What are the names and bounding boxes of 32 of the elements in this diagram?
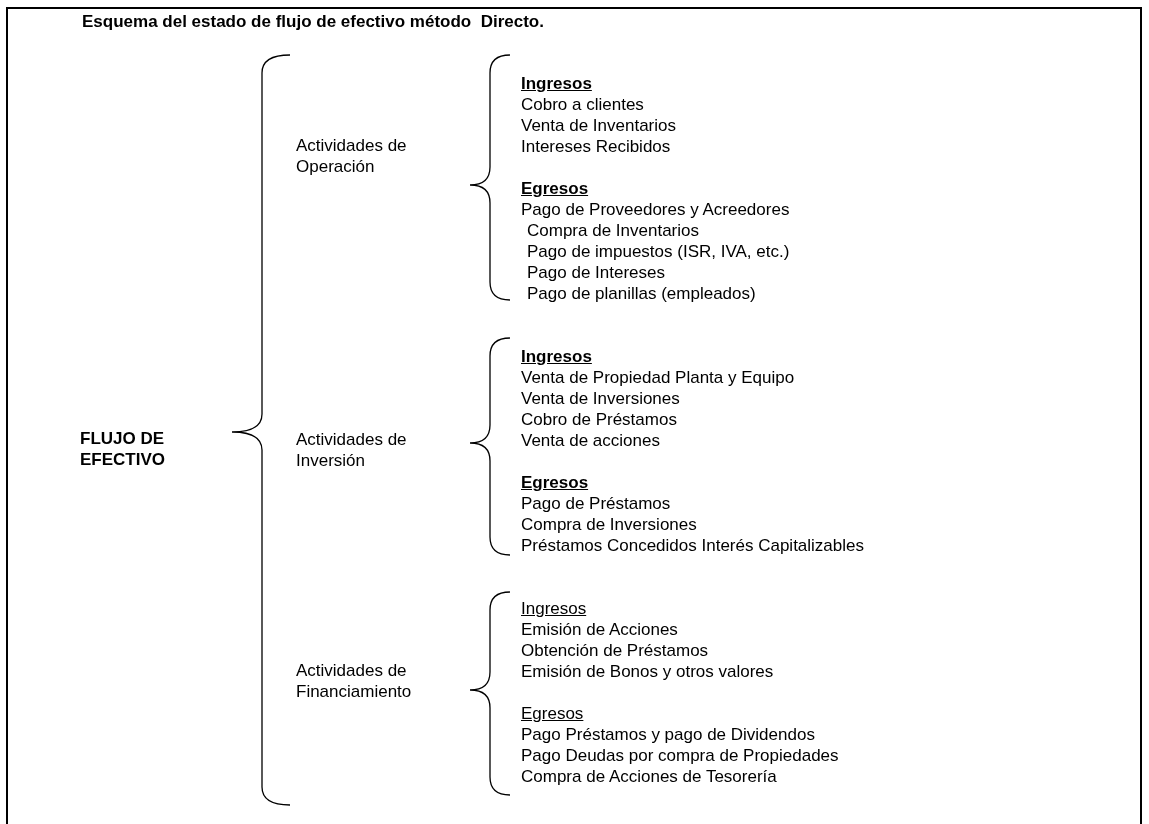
list-item: Pago Préstamos y pago de Dividendos xyxy=(521,724,815,745)
list-item: Pago de Intereses xyxy=(527,262,665,283)
list-item: Compra de Inventarios xyxy=(527,220,699,241)
list-item: Venta de Propiedad Planta y Equipo xyxy=(521,367,795,388)
diagram-title: Esquema del estado de flujo de efectivo método Directo. xyxy=(82,11,544,32)
list-item: Venta de Inversiones xyxy=(521,388,680,409)
category-label: Actividades de Financiamiento xyxy=(296,660,413,702)
section-heading: Egresos xyxy=(521,472,589,493)
list-item: Intereses Recibidos xyxy=(521,136,671,157)
list-item: Cobro de Préstamos xyxy=(521,409,677,430)
section-heading: Ingresos xyxy=(521,73,592,94)
list-item: Pago de Préstamos xyxy=(521,493,671,514)
section-heading: Egresos xyxy=(521,178,589,199)
list-item: Obtención de Préstamos xyxy=(521,640,709,661)
category-label: Actividades de Inversión xyxy=(296,429,408,471)
list-item: Pago de planillas (empleados) xyxy=(527,283,756,304)
list-item: Compra de Inversiones xyxy=(521,514,697,535)
list-item: Pago de Proveedores y Acreedores xyxy=(521,199,790,220)
list-item: Préstamos Concedidos Interés Capitalizables xyxy=(521,535,864,556)
root-label: FLUJO DE EFECTIVO xyxy=(80,428,166,470)
section-heading: Egresos xyxy=(521,703,584,724)
list-item: Pago de impuestos (ISR, IVA, etc.) xyxy=(527,241,790,262)
list-item: Venta de Inventarios xyxy=(521,115,676,136)
section-heading: Ingresos xyxy=(521,346,592,367)
list-item: Venta de acciones xyxy=(521,430,660,451)
section-heading: Ingresos xyxy=(521,598,587,619)
list-item: Emisión de Acciones xyxy=(521,619,678,640)
category-label: Actividades de Operación xyxy=(296,135,408,177)
list-item: Cobro a clientes xyxy=(521,94,644,115)
list-item: Compra de Acciones de Tesorería xyxy=(521,766,777,787)
list-item: Pago Deudas por compra de Propiedades xyxy=(521,745,839,766)
list-item: Emisión de Bonos y otros valores xyxy=(521,661,774,682)
